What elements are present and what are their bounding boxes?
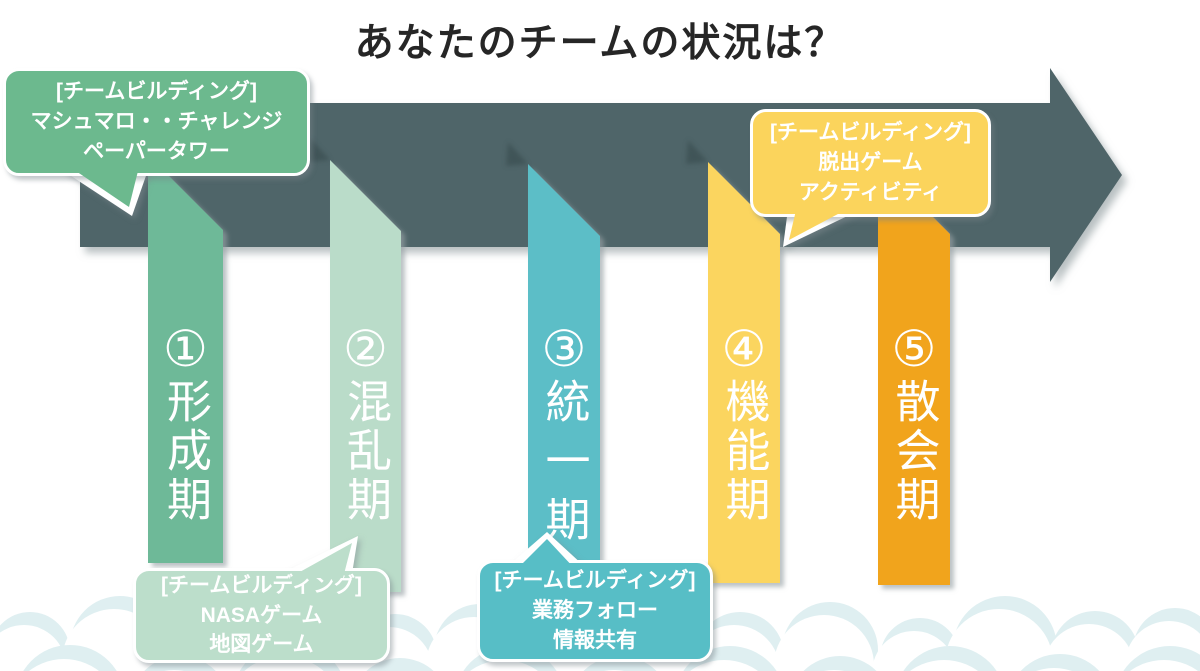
stage1-number: ① [163, 321, 208, 377]
callout-performing-line3: アクティビティ [798, 180, 943, 204]
callout-forming-line3: ペーパータワー [83, 139, 230, 163]
stage3-label: ③ 統一期 [528, 323, 600, 555]
stage5-number: ⑤ [891, 321, 937, 377]
stage1-name: 形成期 [160, 377, 211, 525]
callout-forming-line1: [チームビルディング] [56, 80, 257, 104]
stage1-label: ① 形成期 [148, 323, 223, 525]
callout-norming-line3: 情報共有 [553, 628, 637, 652]
stage3-name: 統一期 [538, 377, 590, 555]
page-title: あなたのチームの状況は？ [354, 22, 846, 65]
stage3-number: ③ [541, 321, 587, 377]
callout-storming-line3: 地図ゲーム [209, 633, 314, 657]
stage2-label: ② 混乱期 [330, 323, 401, 525]
stage4-number: ④ [721, 321, 767, 377]
stage2-number: ② [343, 321, 388, 377]
callout-storming-line1: [チームビルディング] [161, 573, 362, 597]
stage4-name: 機能期 [718, 377, 770, 525]
callout-norming-line2: 業務フォロー [532, 599, 658, 623]
callout-forming: [チームビルディング] マシュマロ・・チャレンジ ペーパータワー [3, 68, 310, 176]
stage2-name: 混乱期 [340, 377, 391, 525]
callout-performing-line2: 脱出ゲーム [818, 151, 923, 175]
stage5-name: 散会期 [888, 377, 940, 525]
callout-forming-line2: マシュマロ・・チャレンジ [30, 110, 283, 134]
callout-forming-tail-outline [62, 170, 148, 216]
callout-performing: [チームビルディング] 脱出ゲーム アクティビティ [750, 109, 991, 217]
callout-storming-line2: NASAゲーム [200, 603, 323, 627]
stage4-label: ④ 機能期 [708, 323, 780, 525]
callout-storming: [チームビルディング] NASAゲーム 地図ゲーム [133, 568, 390, 663]
callout-performing-line1: [チームビルディング] [770, 121, 971, 145]
callout-norming: [チームビルディング] 業務フォロー 情報共有 [477, 560, 713, 662]
callout-norming-line1: [チームビルディング] [494, 569, 696, 593]
stage5-label: ⑤ 散会期 [878, 323, 950, 525]
